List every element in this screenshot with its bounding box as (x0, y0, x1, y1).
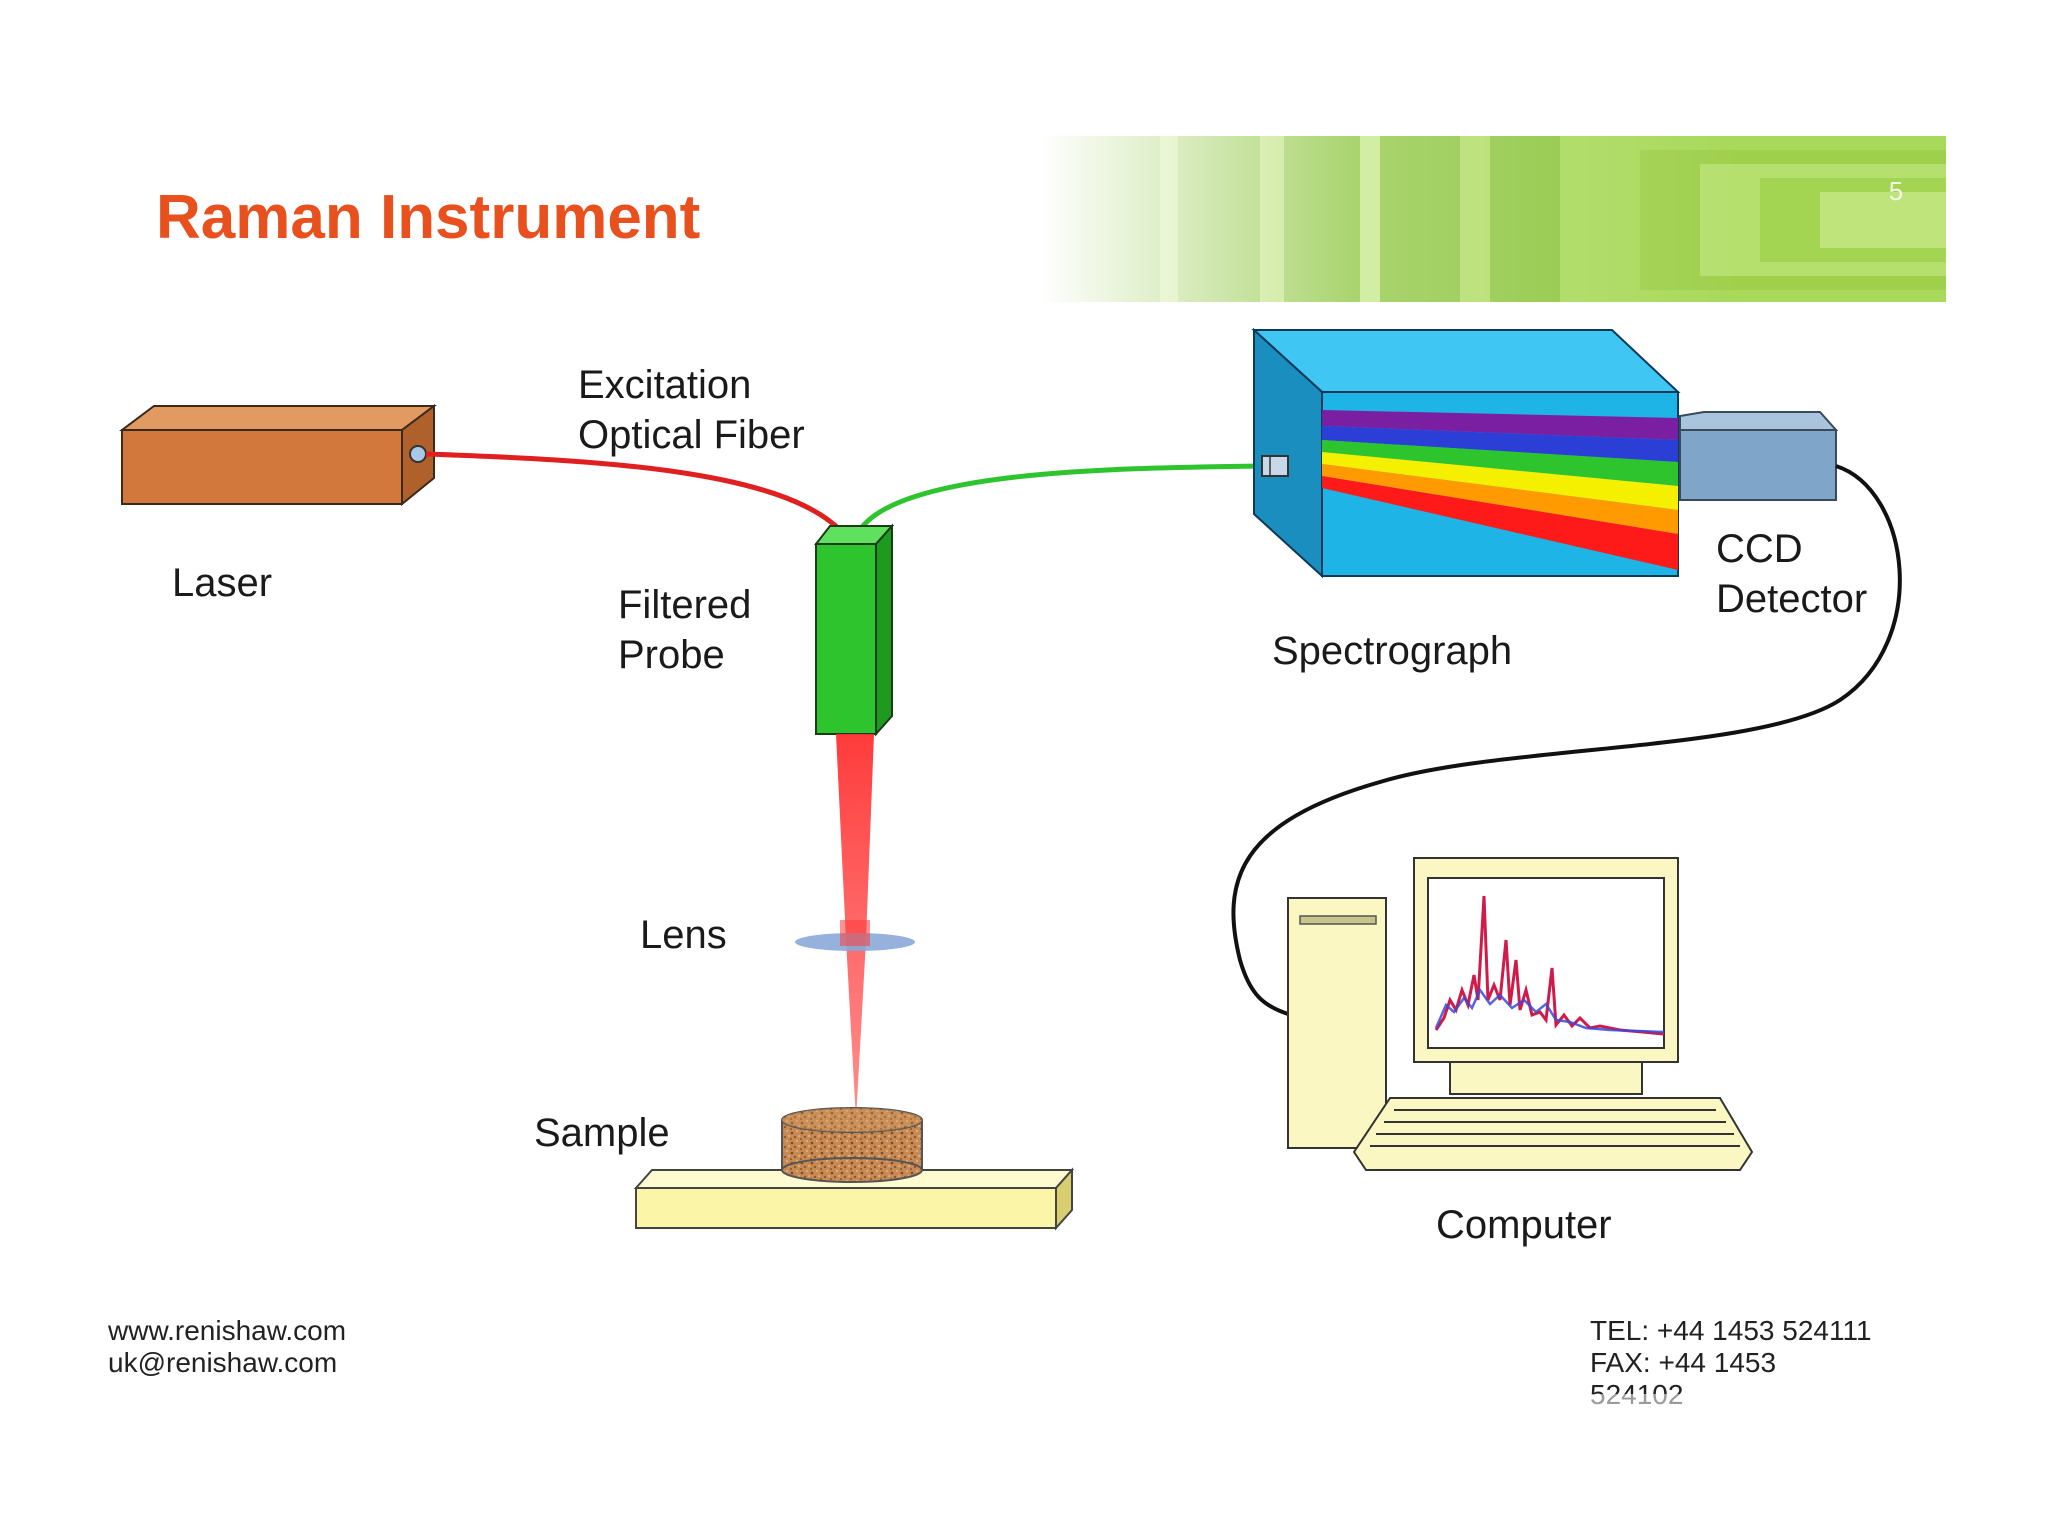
collection-fiber (857, 463, 1263, 532)
laser-label: Laser (172, 561, 272, 605)
excitation-fiber (425, 451, 842, 532)
slide-title: Raman Instrument (156, 183, 700, 252)
spectrograph-icon (1251, 327, 1681, 579)
sample-label: Sample (534, 1111, 670, 1155)
probe-label-line2: Probe (618, 633, 725, 677)
computer-label: Computer (1436, 1203, 1612, 1247)
probe-label-line1: Filtered (618, 583, 751, 627)
lens-icon (795, 920, 915, 951)
spectrograph-label: Spectrograph (1272, 629, 1512, 673)
screen-spectrum-blue (1434, 987, 1665, 1034)
page-number: 5 (1889, 176, 1903, 206)
lens-label: Lens (640, 913, 727, 957)
footer-email[interactable]: uk@renishaw.com (108, 1347, 337, 1378)
data-cable (1231, 464, 1902, 1016)
header-band (1040, 136, 1946, 302)
ccd-label-line1: CCD (1716, 527, 1803, 571)
footer-fax: FAX: +44 1453 (1590, 1347, 1776, 1378)
fiber-label-line2: Optical Fiber (578, 413, 805, 457)
laser-icon (119, 404, 437, 507)
fiber-label-line1: Excitation (578, 363, 751, 407)
computer-icon (1287, 857, 1754, 1171)
ccd-label-line2: Detector (1716, 577, 1867, 621)
footer-tel: TEL: +44 1453 524111 (1590, 1315, 1872, 1346)
footer-website[interactable]: www.renishaw.com (107, 1315, 346, 1346)
sample-icon (781, 1107, 923, 1183)
ccd-detector-icon (1679, 411, 1839, 501)
probe-icon (813, 523, 895, 737)
